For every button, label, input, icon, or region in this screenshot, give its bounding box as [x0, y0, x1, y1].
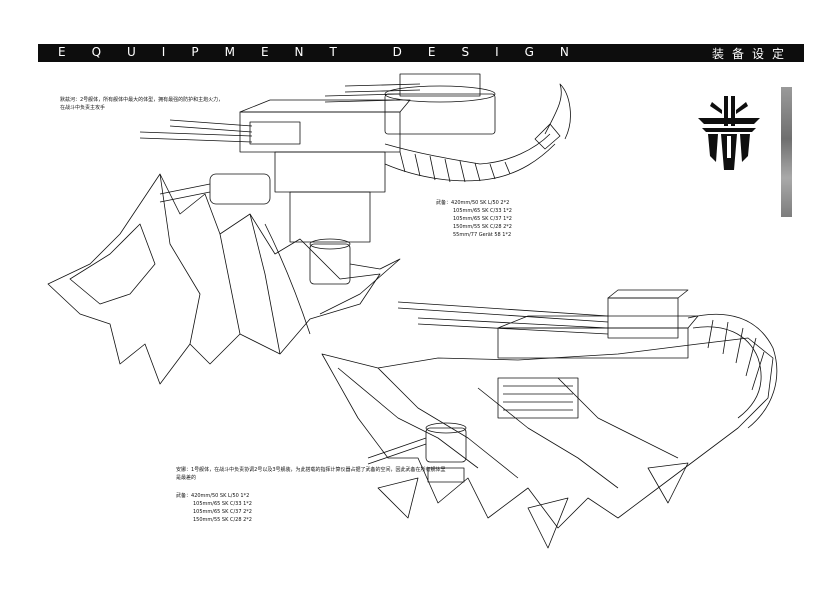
ship2-description: 安娜：1号舰体，在战斗中负责协调2号以及3号舰装，为此搭载的指挥计算仪器占据了武… — [176, 467, 446, 481]
ship1-illustration — [47, 73, 571, 385]
ship2-armament-block: 武备：420mm/50 SK L/50 1*2 105mm/65 SK C/33… — [176, 492, 316, 524]
ship1-description-block: 默兹河：2号舰体，所有舰体中最大的体型，拥有最强的防护和主炮火力，在战斗中负责主… — [60, 96, 228, 112]
ship2-description-block: 安娜：1号舰体，在战斗中负责协调2号以及3号舰装，为此搭载的指挥计算仪器占据了武… — [176, 466, 448, 482]
ship1-armament-label: 武备： — [436, 200, 452, 206]
ship1-description: 默兹河：2号舰体，所有舰体中最大的体型，拥有最强的防护和主炮火力，在战斗中负责主… — [60, 97, 224, 111]
ship2-illustration — [321, 289, 778, 549]
emblem-logo — [698, 96, 760, 170]
ship2-armament-row: 武备：420mm/50 SK L/50 1*2 — [176, 492, 316, 500]
decorative-stripe — [781, 87, 792, 217]
ship2-armament-label: 武备： — [176, 493, 192, 499]
ship1-armament-item: 105mm/65 SK C/33 1*2 — [453, 208, 512, 214]
ship2-armament-item: 420mm/50 SK L/50 1*2 — [191, 493, 250, 499]
header-bar: EQUIPMENT DESIGN 装备设定 — [38, 44, 804, 62]
ship1-armament-item: 55mm/77 Gerät 58 1*2 — [453, 232, 512, 238]
header-title-cn: 装备设定 — [711, 47, 792, 61]
ship2-armament-item: 105mm/65 SK C/37 2*2 — [193, 509, 252, 515]
ship2-armament-item: 105mm/65 SK C/33 1*2 — [193, 501, 252, 507]
ship1-armament-item: 150mm/55 SK C/28 2*2 — [453, 224, 512, 230]
ship1-armament-block: 武备：420mm/50 SK L/50 2*2 105mm/65 SK C/33… — [436, 199, 576, 239]
ship2-armament-item: 150mm/55 SK C/28 2*2 — [193, 517, 252, 523]
header-title-en: EQUIPMENT DESIGN — [58, 45, 595, 59]
ship1-armament-row: 武备：420mm/50 SK L/50 2*2 — [436, 199, 576, 207]
ship1-armament-item: 420mm/50 SK L/50 2*2 — [451, 200, 510, 206]
ship1-armament-item: 105mm/65 SK C/37 1*2 — [453, 216, 512, 222]
